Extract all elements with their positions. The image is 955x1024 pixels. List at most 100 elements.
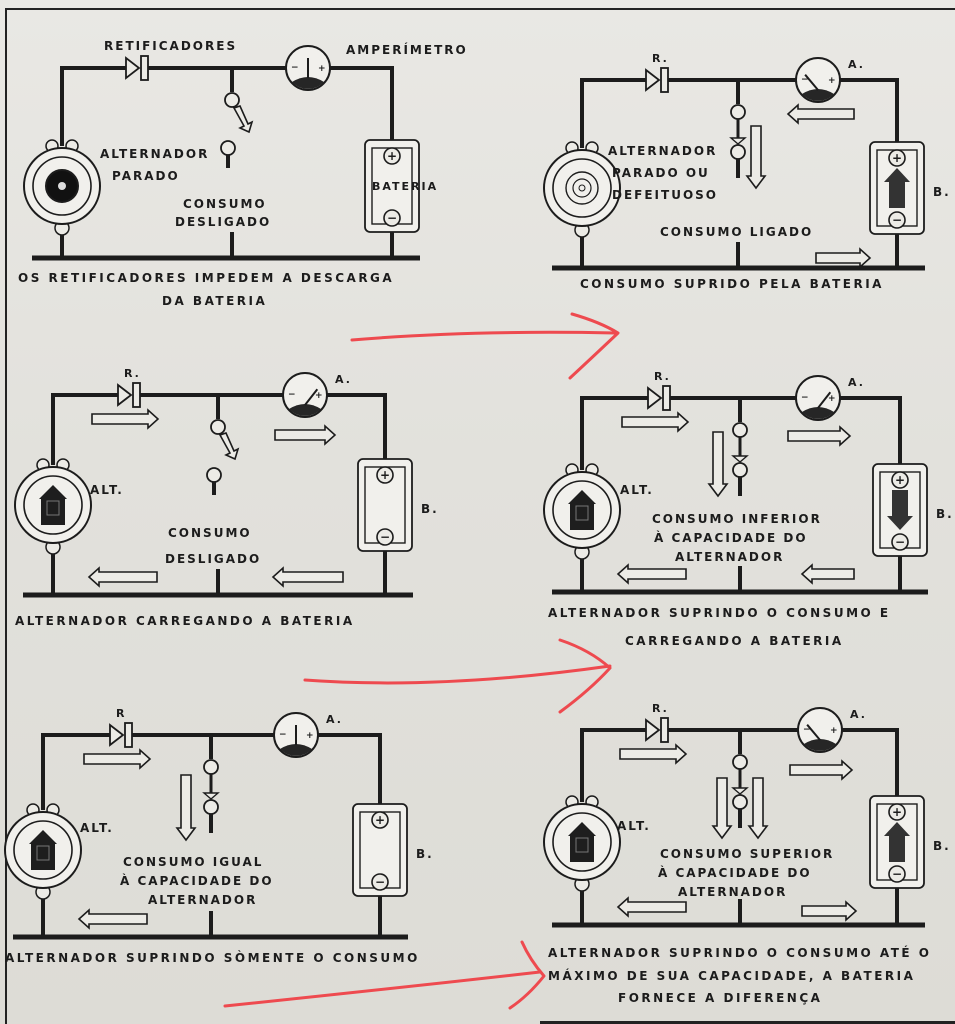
load-switch-icon [729, 104, 747, 178]
load-label: ALTERNADOR [675, 550, 784, 564]
ammeter-icon: −+ [273, 712, 319, 758]
ammeter-plus-mark: + [828, 76, 836, 86]
flow-arrow-right-icon [621, 411, 690, 433]
red-arrow-shaft [303, 664, 612, 685]
battery-icon: +− [364, 139, 420, 233]
alternator-icon [543, 795, 621, 892]
battery-charge-arrow-icon [887, 490, 913, 530]
rectifier-plate [124, 722, 133, 748]
flow-arrow-right-icon [83, 748, 152, 770]
current-flow-arrows [616, 411, 855, 585]
battery-label: B. [421, 502, 439, 516]
load-label: CONSUMO [168, 526, 252, 540]
flow-arrow-right-icon [91, 408, 160, 430]
alternator-rotor-detail [46, 500, 60, 516]
red-arrow-head-icon [558, 638, 612, 714]
flow-arrow-right-icon [787, 425, 852, 447]
flow-arrow-right-icon [801, 900, 858, 922]
flow-arrow-left-icon [77, 908, 148, 930]
alternator-icon [14, 458, 92, 555]
rectifier-label: RETIFICADORES [104, 39, 237, 53]
switch-terminal-top [224, 92, 240, 108]
rectifier-plate [660, 67, 669, 93]
ammeter-minus-mark: − [288, 390, 296, 400]
ammeter-base [292, 77, 324, 89]
switch-terminal-top [730, 104, 746, 120]
flow-arrow-left-icon [87, 566, 158, 588]
alternator-label: ALT. [620, 483, 654, 497]
alternator-label: PARADO OU [612, 166, 710, 180]
ammeter-dial [282, 372, 328, 418]
flow-arrow-down-icon [747, 777, 769, 840]
rectifier-icon [117, 382, 141, 408]
switch-terminal-bottom [732, 462, 748, 478]
load-switch-icon [202, 759, 220, 833]
circuit-panel-3: −++−R.A.B.ALT.CONSUMODESLIGADOALTERNADOR… [14, 367, 439, 628]
ammeter-plus-mark: + [828, 394, 836, 404]
rectifier-triangle [109, 723, 125, 747]
flow-arrow-down-icon [711, 777, 733, 840]
battery-icon: +− [357, 458, 413, 552]
ammeter-needle [806, 724, 821, 741]
panel-caption: CONSUMO SUPRIDO PELA BATERIA [580, 277, 884, 291]
minus-icon: − [895, 535, 905, 549]
flow-arrow-left-icon [271, 566, 344, 588]
flow-arrow-down-icon [745, 125, 767, 190]
panel-caption: ALTERNADOR SUPRINDO O CONSUMO ATÉ O [548, 945, 932, 960]
ammeter-label: A. [326, 713, 343, 726]
battery-case-outer [352, 803, 408, 897]
load-label: CONSUMO INFERIOR [652, 512, 822, 526]
panel-caption: ALTERNADOR SUPRINDO O CONSUMO E [548, 606, 891, 620]
rectifier-plate [140, 55, 149, 81]
minus-icon: − [892, 867, 902, 881]
flow-arrow-right-icon [789, 759, 854, 781]
alternator-label: ALT. [80, 821, 114, 835]
switch-terminal-bottom [730, 144, 746, 160]
switch-lever-open [218, 432, 240, 461]
switch-lever-open [232, 105, 254, 134]
rectifier-triangle [647, 386, 663, 410]
red-arrow-shaft [350, 330, 617, 342]
ammeter-base [289, 404, 321, 416]
battery-negative-terminal [371, 873, 389, 891]
alternator-icon [4, 803, 82, 900]
red-arrow-shaft [223, 970, 542, 1008]
rectifier-triangle [645, 68, 661, 92]
flow-arrow-left-icon [616, 563, 687, 585]
flow-arrow-down-icon [175, 774, 197, 842]
alternator-rotor [565, 171, 599, 205]
flow-arrow-down-icon [707, 431, 729, 498]
alternator-output-arrow-icon [39, 485, 67, 525]
ammeter-label: A. [848, 376, 865, 389]
current-flow-arrows [745, 103, 872, 269]
switch-terminal-bottom [203, 799, 219, 815]
load-label: DESLIGADO [165, 552, 261, 566]
ammeter-needle [804, 74, 819, 91]
current-flow-arrows [77, 748, 197, 930]
alternator-icon [23, 139, 101, 236]
rectifier-plate [660, 717, 669, 743]
alternator-label: ALTERNADOR [608, 144, 717, 158]
battery-icon: +− [872, 463, 928, 557]
panel-caption: FORNECE A DIFERENÇA [618, 991, 822, 1005]
battery-label: B. [416, 847, 434, 861]
plus-icon: + [892, 151, 902, 165]
alternator-output-arrow-icon [568, 490, 596, 530]
load-switch-icon [206, 419, 240, 495]
load-switch-icon [731, 754, 749, 828]
ammeter-plus-mark: + [318, 64, 326, 74]
ammeter-icon: −+ [797, 707, 843, 753]
red-annotation-arrow-2 [303, 638, 612, 714]
battery-label: B. [933, 185, 951, 199]
battery-icon: +− [352, 803, 408, 897]
rectifier-triangle [125, 56, 141, 80]
ammeter-icon: −+ [795, 57, 841, 103]
panel-caption: ALTERNADOR CARREGANDO A BATERIA [15, 614, 355, 628]
load-label: DESLIGADO [175, 215, 271, 229]
alternator-output-arrow-icon [29, 830, 57, 870]
battery-icon: +− [869, 795, 925, 889]
